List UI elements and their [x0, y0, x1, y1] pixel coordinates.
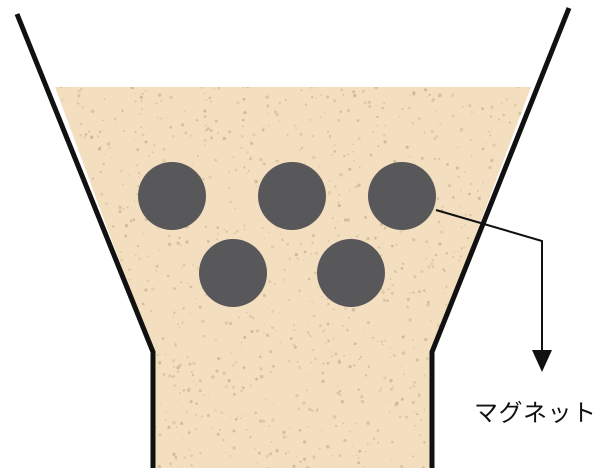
magnet-4 [199, 239, 267, 307]
magnet-5 [317, 239, 385, 307]
magnet-1 [138, 162, 206, 230]
arrow-down-icon [532, 350, 552, 372]
magnet-callout-label: マグネット [474, 393, 597, 428]
magnet-2 [258, 162, 326, 230]
magnet-3 [368, 162, 436, 230]
